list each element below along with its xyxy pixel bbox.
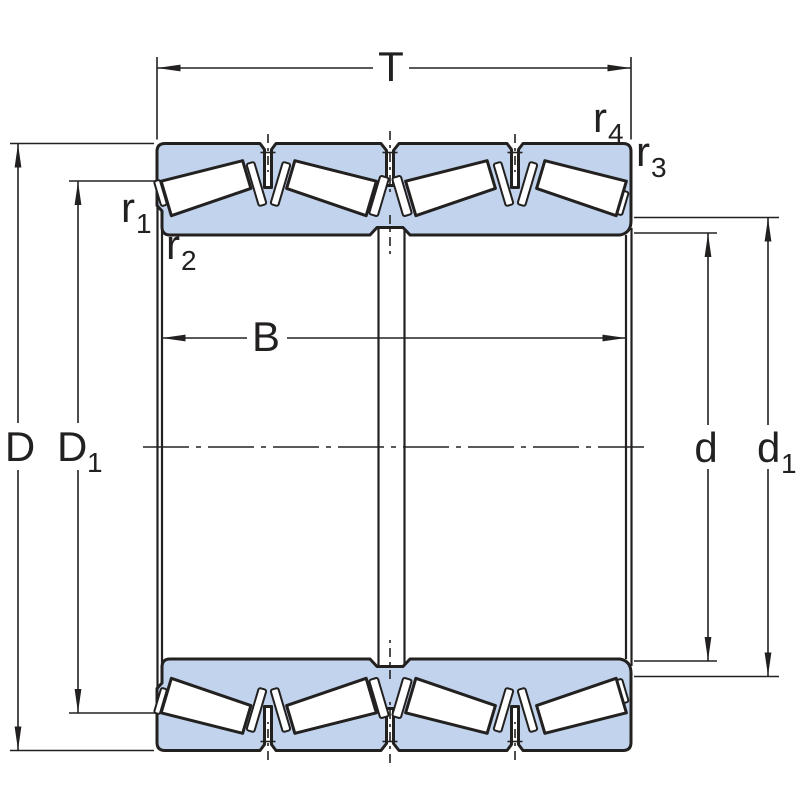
label-d: d bbox=[694, 424, 717, 471]
tapered-roller-3 bbox=[404, 159, 497, 218]
dimension-B: B bbox=[162, 313, 626, 360]
label-r2: r bbox=[166, 221, 180, 268]
tapered-roller-1 bbox=[159, 159, 253, 218]
cage-bar bbox=[245, 161, 268, 207]
cage-bar bbox=[368, 175, 390, 217]
dimension-d: d bbox=[634, 232, 718, 662]
label-D1-subscript: 1 bbox=[87, 447, 103, 478]
dimension-d1: d 1 bbox=[634, 216, 797, 678]
bearing-section-bottom bbox=[152, 637, 633, 765]
label-B: B bbox=[252, 313, 280, 360]
label-r4-subscript: 4 bbox=[608, 118, 624, 149]
cage-bar bbox=[492, 161, 515, 207]
tapered-roller-2 bbox=[285, 159, 378, 218]
label-r2-subscript: 2 bbox=[181, 245, 197, 276]
label-d1-subscript: 1 bbox=[781, 448, 797, 479]
label-r1-subscript: 1 bbox=[136, 208, 152, 239]
dimension-D: D bbox=[5, 142, 154, 752]
cage-bar bbox=[516, 161, 539, 207]
label-d1: d bbox=[757, 424, 780, 471]
cage-bar bbox=[391, 175, 413, 217]
bearing-section-top bbox=[153, 131, 633, 255]
tapered-roller-4 bbox=[535, 159, 628, 218]
label-D1: D bbox=[57, 423, 87, 470]
dimension-T: T bbox=[156, 43, 632, 140]
label-D: D bbox=[5, 423, 35, 470]
label-r1: r bbox=[121, 184, 135, 231]
label-r4: r bbox=[593, 94, 607, 141]
label-T: T bbox=[378, 43, 404, 90]
ring-silhouette bbox=[155, 142, 633, 237]
label-r3: r bbox=[636, 128, 650, 175]
cage-bar bbox=[269, 161, 292, 207]
radius-labels: r 1 r 2 r 3 r 4 bbox=[121, 94, 667, 276]
dimension-D1: D 1 bbox=[57, 180, 156, 714]
label-r3-subscript: 3 bbox=[651, 152, 667, 183]
